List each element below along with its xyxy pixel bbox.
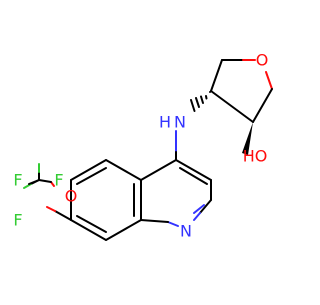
amine-h-label: H [159, 113, 171, 132]
bond-c5-c6-inner [76, 167, 107, 185]
bond-cf3-f3-dark [28, 179, 40, 185]
bond-n-q8a-dark [140, 219, 169, 223]
ether-oxygen-label: O [65, 187, 78, 206]
bond-q2-n-inner [193, 204, 205, 214]
bond-q4a-q4 [140, 159, 177, 181]
fluorine-top-right-label: F [54, 171, 63, 190]
bond-q2-n [199, 199, 212, 214]
bond-c5-c4 [252, 88, 273, 123]
bond-q2-n-blue [193, 212, 201, 221]
bond-c7-o [54, 210, 72, 221]
trifluoromethoxy: O F F F [13, 163, 78, 230]
bond-n-q8a [167, 221, 179, 227]
quinoline: N [70, 159, 212, 241]
molecule-structure: O HO N H N [13, 51, 273, 241]
bond-q4-q3 [175, 159, 212, 181]
fluorine-top-left-label: F [13, 171, 22, 190]
fluorine-bottom-label: F [13, 211, 22, 230]
bold-wedge-c4-oh [242, 122, 253, 155]
bond-q4a-c5 [105, 159, 142, 181]
bond-c5-c6 [70, 159, 107, 181]
amine-n-label: N [174, 113, 186, 132]
hydroxyl-label: HO [243, 147, 268, 166]
hashed-wedge-c3-n [190, 91, 211, 112]
bond-q4-q3-inner [179, 167, 208, 185]
bond-c7-o-red [46, 206, 56, 212]
bond-o-c5 [265, 71, 273, 90]
bond-o-cf3-dark [38, 179, 52, 183]
molecule-svg: O HO N H N [13, 51, 273, 241]
bond-c7-c8 [70, 219, 107, 241]
bond-c7-c8-inner [76, 215, 107, 233]
quinoline-n-label: N [180, 222, 192, 241]
bond-c8-q8a [105, 219, 142, 241]
ring-oxygen-label: O [256, 51, 269, 70]
bond-c4-c3 [210, 90, 254, 123]
bond-c3-c2-ring [210, 59, 223, 92]
thf-ring: O [210, 51, 273, 123]
